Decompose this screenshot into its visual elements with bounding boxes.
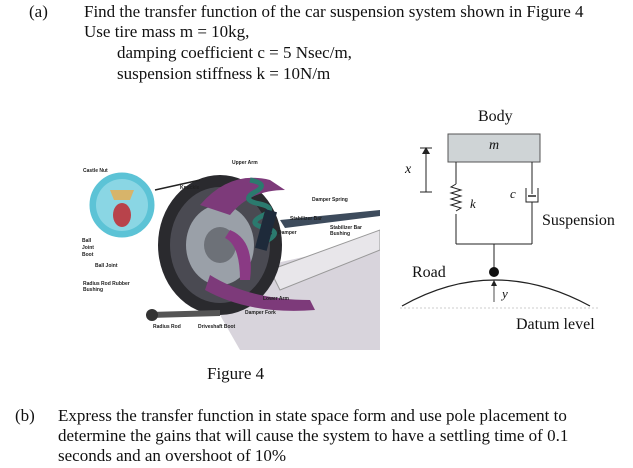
part-a-line-4: suspension stiffness k = 10N/m	[117, 64, 331, 83]
label-radius-rod: Radius Rod	[153, 324, 181, 330]
label-damper: Damper	[278, 230, 297, 236]
contact-point	[489, 267, 499, 277]
radius-rod-bushing-part	[146, 309, 158, 321]
part-a-marker: (a)	[29, 2, 48, 21]
spring	[449, 183, 463, 212]
label-upper-arm: Upper Arm	[232, 160, 258, 166]
part-b-marker: (b)	[15, 406, 35, 425]
damper-part	[255, 209, 277, 251]
label-stabilizer-bar: Stabilizer Bar	[290, 216, 322, 222]
suspension-drawing	[86, 169, 381, 350]
knuckle-pointer	[154, 179, 201, 191]
stabilizer-bar-part	[280, 210, 380, 228]
figure-caption: Figure 4	[207, 364, 265, 383]
radius-rod-part	[150, 310, 220, 318]
diagram-k-label: k	[470, 196, 476, 211]
diagram-drawing	[400, 133, 600, 309]
label-lower-arm: Lower Arm	[263, 296, 289, 302]
part-a-line-1: Find the transfer function of the car su…	[84, 2, 584, 21]
diagram-body-label: Body	[478, 108, 513, 125]
diagram-x-label: x	[405, 162, 412, 177]
diagram-c-label: c	[510, 186, 516, 201]
label-ball-joint-boot: Ball Joint Boot	[82, 238, 94, 258]
knuckle-part	[225, 230, 251, 280]
lower-arm-part	[205, 275, 315, 311]
part-b-line-1: Express the transfer function in state s…	[58, 406, 567, 425]
label-damper-spring: Damper Spring	[312, 197, 348, 203]
diagram-mass-label: m	[489, 138, 500, 153]
label-driveshaft-boot: Driveshaft Boot	[198, 324, 236, 330]
label-ball-joint: Ball Joint	[95, 263, 118, 269]
part-b-line-3: seconds and an overshoot of 10%	[58, 446, 287, 465]
castle-nut-part	[110, 190, 134, 200]
label-radius-rod-bushing: Radius Rod Rubber Bushing	[83, 281, 130, 293]
label-damper-fork: Damper Fork	[245, 310, 276, 316]
body-mass-block	[447, 133, 541, 163]
diagram-datum-label: Datum level	[516, 316, 595, 333]
part-b-line-2: determine the gains that will cause the …	[58, 426, 569, 445]
road-profile	[401, 279, 591, 307]
ball-joint-boot-part	[113, 203, 131, 227]
label-castle-nut: Castle Nut	[83, 168, 108, 174]
label-stabilizer-bar-bushing: Stabilizer Bar Bushing	[330, 225, 362, 237]
suspension-illustration: Castle Nut Upper Arm Knuckle Damper Spri…	[80, 150, 381, 350]
quarter-car-diagram: Body m x k c Suspension Road y Datum lev…	[400, 104, 633, 344]
y-arrow-head	[491, 280, 497, 286]
part-a-line-2: Use tire mass m = 10kg,	[84, 22, 250, 41]
diagram-y-label: y	[502, 286, 508, 301]
label-knuckle: Knuckle	[180, 185, 200, 191]
diagram-road-label: Road	[412, 264, 446, 281]
x-arrow-head	[422, 147, 430, 154]
diagram-suspension-label: Suspension	[542, 212, 615, 229]
part-a-line-3: damping coefficient c = 5 Nsec/m,	[117, 43, 352, 62]
